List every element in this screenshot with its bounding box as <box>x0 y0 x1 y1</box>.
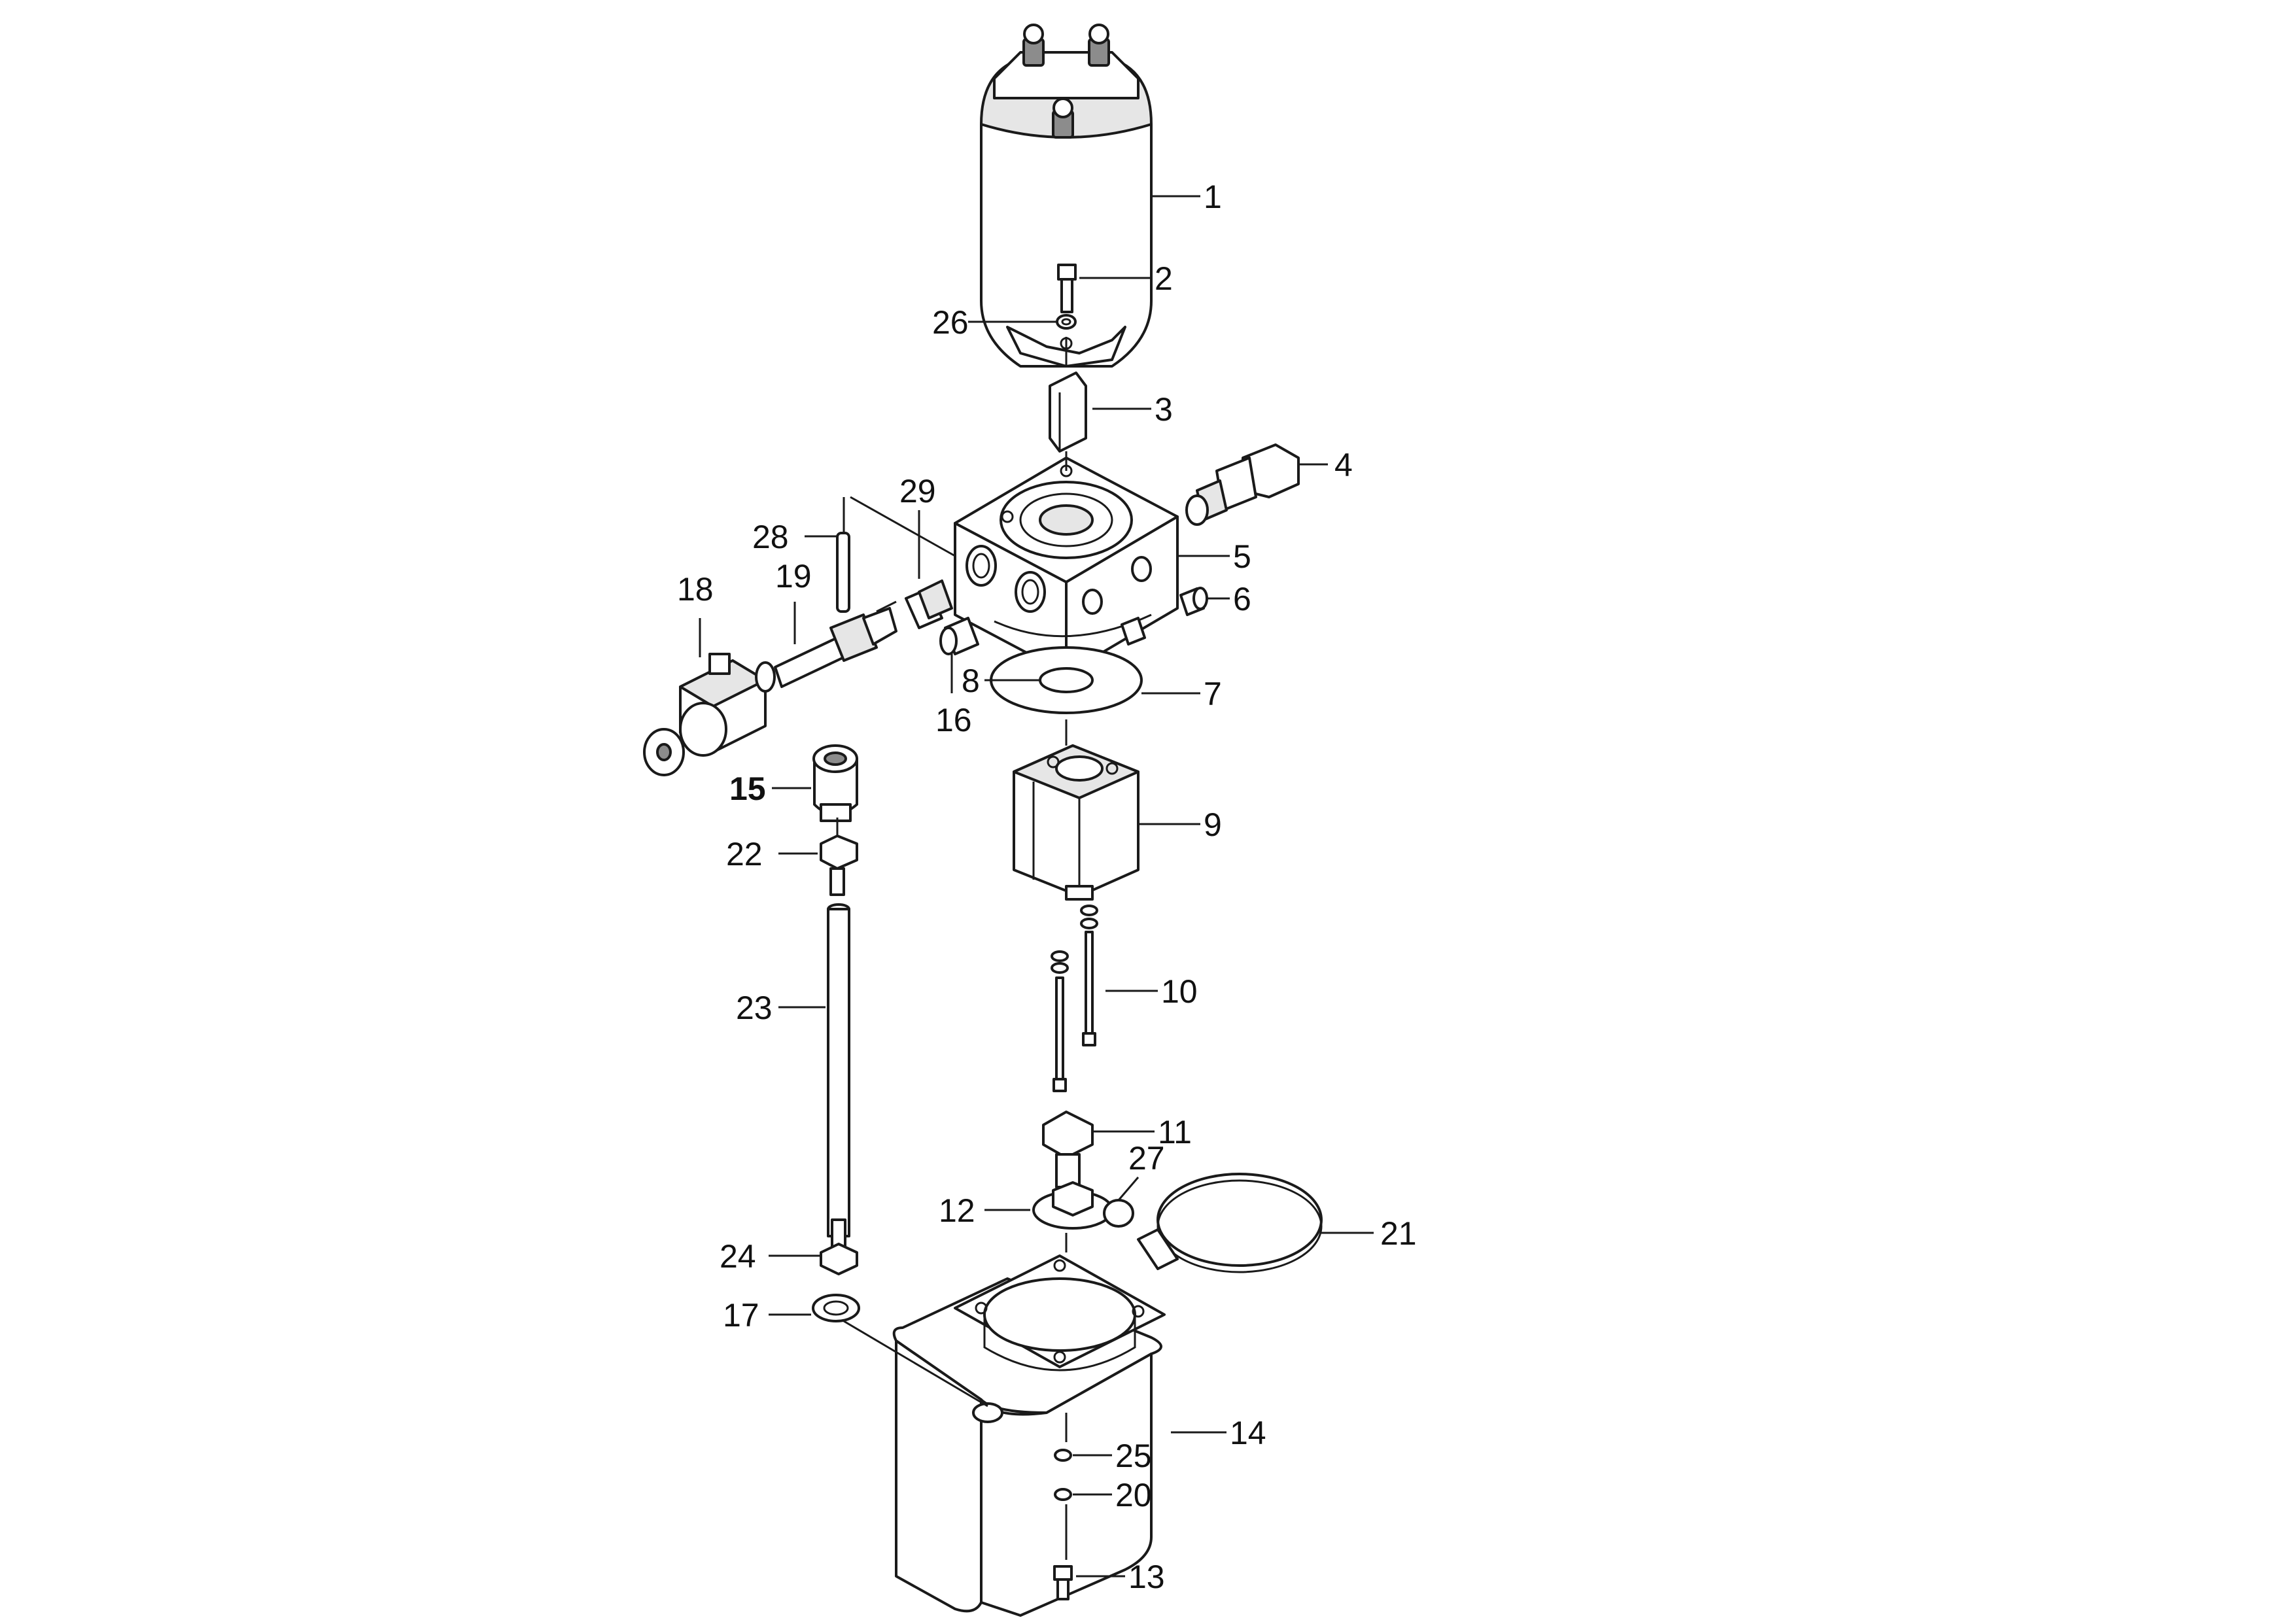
part-13-drain-screw <box>1053 1565 1073 1600</box>
callout-2: 2 <box>1155 260 1173 297</box>
callout-15: 15 <box>729 770 766 807</box>
part-8-o-ring <box>1039 667 1094 693</box>
part-17-seal <box>812 1294 860 1322</box>
part-10-bolts <box>1051 905 1098 1092</box>
callout-17: 17 <box>723 1297 759 1334</box>
part-5-block <box>954 457 1179 675</box>
callout-7: 7 <box>1204 676 1222 712</box>
callout-22: 22 <box>726 836 763 872</box>
callout-26: 26 <box>932 304 969 341</box>
callout-23: 23 <box>736 990 773 1026</box>
part-21-clamp <box>1137 1173 1323 1273</box>
block-plug <box>1121 617 1146 646</box>
part-19-solenoid-valve <box>755 607 897 693</box>
part-18-solenoid-coil <box>643 653 767 776</box>
callout-28: 28 <box>752 519 789 555</box>
callout-5: 5 <box>1233 538 1251 575</box>
part-24-fitting <box>820 1218 858 1275</box>
assembly-axis-lines <box>836 337 1068 1560</box>
callout-25: 25 <box>1115 1438 1152 1474</box>
callout-3: 3 <box>1155 391 1173 428</box>
part-29-check-valve <box>905 579 953 629</box>
part-27-cap <box>1103 1199 1134 1228</box>
part-16-plug <box>939 617 979 655</box>
part-22-fitting <box>820 835 858 896</box>
part-6-plug <box>1179 587 1208 616</box>
part-11-fitting <box>1042 1111 1094 1188</box>
callout-9: 9 <box>1204 806 1222 843</box>
callout-24: 24 <box>720 1238 756 1275</box>
part-20-seal <box>1054 1488 1072 1501</box>
callout-19: 19 <box>775 558 812 595</box>
callout-18: 18 <box>677 571 714 608</box>
part-1-motor <box>980 24 1153 368</box>
callout-27: 27 <box>1128 1140 1165 1177</box>
part-12-filter <box>1032 1181 1113 1230</box>
part-14-tank <box>892 1254 1166 1617</box>
callout-29: 29 <box>899 473 936 509</box>
callout-labels: 1 2 3 4 5 6 7 8 9 10 11 12 13 14 15 16 1… <box>677 179 1417 1595</box>
part-4-valve <box>1185 443 1300 526</box>
callout-10: 10 <box>1161 973 1198 1010</box>
part-2-screw <box>1057 264 1077 313</box>
callout-13: 13 <box>1128 1559 1165 1595</box>
part-25-washer <box>1054 1449 1072 1462</box>
callout-4: 4 <box>1334 447 1353 483</box>
part-3-coupling <box>1049 371 1087 453</box>
part-9-pump <box>1013 744 1139 901</box>
callout-14: 14 <box>1230 1415 1266 1451</box>
callout-20: 20 <box>1115 1477 1152 1513</box>
callout-8: 8 <box>962 663 980 699</box>
callout-6: 6 <box>1233 581 1251 617</box>
part-28-pin <box>836 532 850 613</box>
callout-16: 16 <box>935 702 972 738</box>
leader-lines <box>699 195 1374 1578</box>
callout-12: 12 <box>939 1192 975 1229</box>
part-26-washer <box>1056 314 1077 330</box>
part-15-breather <box>812 744 858 822</box>
part-23-tube <box>827 903 850 1237</box>
callout-11: 11 <box>1158 1114 1192 1150</box>
callout-1: 1 <box>1204 179 1222 215</box>
callout-21: 21 <box>1380 1215 1417 1252</box>
